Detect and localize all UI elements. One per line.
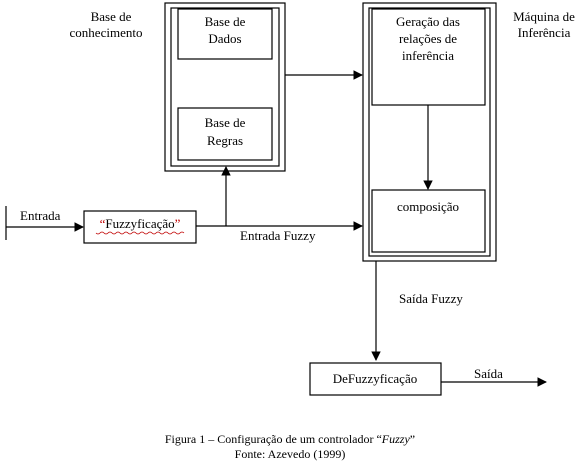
caption-emphasis: Fuzzy (381, 432, 410, 446)
database-box (177, 8, 273, 60)
composition-box (371, 189, 486, 253)
fuzzification-box (83, 210, 197, 244)
relations-generation-line1: Geração das (396, 14, 460, 29)
caption-suffix: ” (409, 432, 416, 446)
input-label: Entrada (20, 208, 61, 223)
figure-caption: Figura 1 – Configuração de um controlado… (0, 432, 580, 447)
database-label-line1: Base de (205, 14, 246, 29)
relations-generation-line3: inferência (402, 48, 454, 63)
knowledge-base-label-line2: conhecimento (70, 25, 143, 40)
fuzzification-open-quote: “ (100, 216, 106, 231)
rulebase-label-line1: Base de (205, 115, 246, 130)
inference-engine-label-line2: Inferência (518, 25, 571, 40)
fuzzy-input-label: Entrada Fuzzy (240, 228, 316, 243)
caption-source: Fonte: Azevedo (1999) (234, 447, 346, 461)
fuzzification-word: Fuzzyficação (105, 216, 174, 231)
defuzzification-box (309, 362, 442, 396)
relations-generation-line2: relações de (399, 31, 457, 46)
figure-source: Fonte: Azevedo (1999) (0, 447, 580, 462)
composition-label: composição (397, 199, 459, 214)
fuzzification-label: “Fuzzyficação” (100, 216, 181, 231)
caption-prefix: Figura 1 – Configuração de um controlado… (164, 432, 382, 446)
fuzzy-output-label: Saída Fuzzy (399, 291, 463, 306)
spellcheck-underline (95, 231, 185, 235)
rulebase-label-line2: Regras (207, 133, 243, 148)
fuzzification-close-quote: ” (175, 216, 181, 231)
defuzzification-label: DeFuzzyficação (333, 371, 417, 386)
knowledge-base-label-line1: Base de (91, 9, 132, 24)
rulebase-box (177, 107, 273, 161)
output-label: Saída (474, 366, 503, 381)
inference-engine-label-line1: Máquina de (513, 9, 575, 24)
database-label-line2: Dados (208, 31, 241, 46)
